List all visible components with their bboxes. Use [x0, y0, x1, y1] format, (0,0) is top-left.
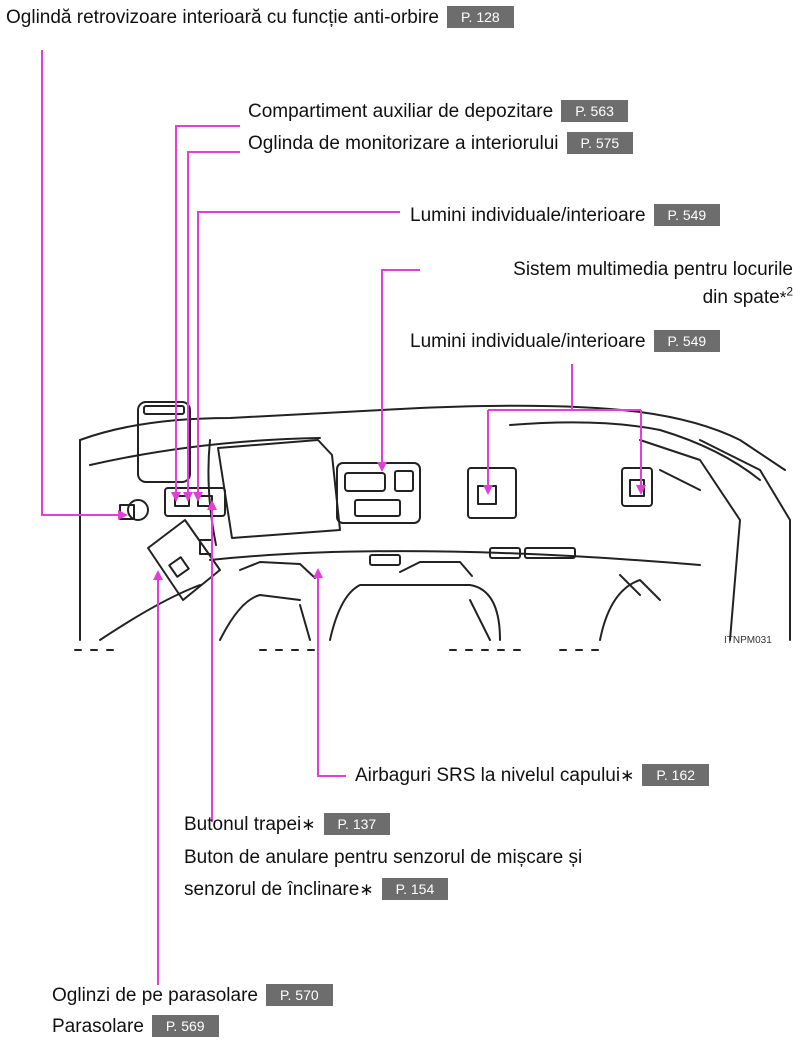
leader-rear-multimedia — [381, 269, 420, 462]
page-ref-tag[interactable]: P. 162 — [642, 764, 710, 786]
callout-rearview-mirror: Oglindă retrovizoare interioară cu funcț… — [6, 6, 514, 30]
callout-vanity-mirrors: Oglinzi de pe parasolare P. 570 — [52, 984, 333, 1008]
page-ref-tag[interactable]: P. 549 — [653, 204, 721, 226]
callout-text-line1: Sistem multimedia pentru locurile — [513, 259, 793, 280]
page-ref-tag[interactable]: P. 569 — [151, 1015, 219, 1037]
callout-text-line2: din spate*2 — [702, 284, 793, 308]
page-ref-tag[interactable]: P. 128 — [447, 6, 514, 28]
leader-lights-rear — [487, 364, 642, 485]
callout-text: Oglinzi de pe parasolare — [52, 985, 258, 1006]
callout-cancel-switch: Buton de anulare pentru senzorul de mișc… — [184, 846, 582, 902]
callout-text: Oglindă retrovizoare interioară cu funcț… — [6, 7, 439, 28]
leader-curtain-airbags — [317, 578, 346, 777]
callout-aux-storage: Compartiment auxiliar de depozitare P. 56… — [248, 100, 628, 124]
callout-text-line2: senzorul de înclinare∗P. 154 — [184, 878, 582, 902]
callout-sun-visors: Parasolare P. 569 — [52, 1015, 219, 1039]
page-ref-tag[interactable]: P. 154 — [381, 878, 449, 900]
callout-text: Compartiment auxiliar de depozitare — [248, 101, 554, 122]
leader-lights-front — [197, 211, 400, 492]
callout-lights-front: Lumini individuale/interioare P. 549 — [410, 204, 721, 228]
leader-monitor-mirror — [187, 151, 240, 492]
callout-text: Lumini individuale/interioare — [410, 205, 646, 226]
callout-rear-multimedia: Sistem multimedia pentru locurile din sp… — [513, 258, 793, 310]
leader-rearview-mirror — [41, 50, 118, 516]
callout-lights-rear: Lumini individuale/interioare P. 549 — [410, 330, 721, 354]
page-ref-tag[interactable]: P. 575 — [566, 132, 634, 154]
callout-curtain-airbags: Airbaguri SRS la nivelul capului∗P. 162 — [355, 764, 710, 788]
callout-text: Butonul trapei — [184, 814, 302, 835]
callout-text: Oglinda de monitorizare a interiorului — [248, 133, 559, 154]
figure-code: ITNPM031 — [724, 635, 772, 646]
leader-aux-storage — [175, 125, 240, 492]
callout-monitor-mirror: Oglinda de monitorizare a interiorului P.… — [248, 132, 634, 156]
page-ref-tag[interactable]: P. 563 — [561, 100, 628, 122]
callout-text: Lumini individuale/interioare — [410, 331, 646, 352]
page-ref-tag[interactable]: P. 137 — [323, 813, 391, 835]
callout-moonroof-switch: Butonul trapei∗P. 137 — [184, 813, 391, 837]
callout-text: Airbaguri SRS la nivelul capului — [355, 765, 621, 786]
callout-text-line1: Buton de anulare pentru senzorul de mișc… — [184, 847, 583, 868]
page-ref-tag[interactable]: P. 570 — [265, 984, 333, 1006]
page-ref-tag[interactable]: P. 549 — [653, 330, 721, 352]
callout-text: Parasolare — [52, 1016, 144, 1037]
